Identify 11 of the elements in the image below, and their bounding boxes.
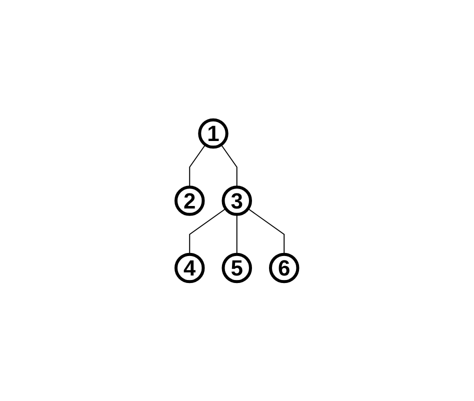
connector: [236, 214, 238, 255]
node-circle: 1: [198, 118, 228, 148]
node-circle: 5: [222, 252, 252, 283]
connector: [248, 208, 285, 255]
connector: [220, 144, 238, 188]
node-circle: 2: [174, 185, 205, 216]
node-circle: 3: [222, 185, 252, 216]
connector: [189, 208, 226, 255]
node-circle: 6: [269, 252, 300, 283]
node-circle: 4: [174, 252, 205, 283]
connector: [189, 144, 206, 188]
